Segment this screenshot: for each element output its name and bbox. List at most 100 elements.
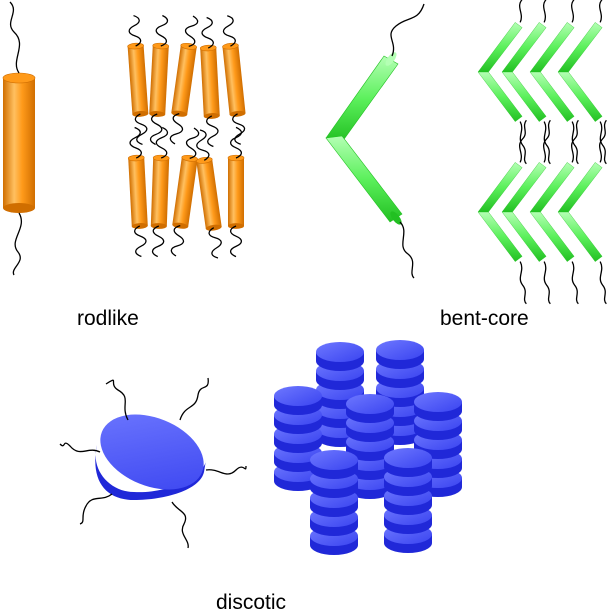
disc-molecule xyxy=(316,342,364,371)
bent-core-arm xyxy=(501,71,547,122)
rod-cap xyxy=(196,156,213,164)
alkyl-chain xyxy=(129,126,142,159)
alkyl-chain xyxy=(543,119,551,163)
rod-cap xyxy=(205,224,222,231)
rod-body xyxy=(172,157,198,227)
rod-body xyxy=(127,45,149,115)
disc-molecule xyxy=(274,386,322,415)
alkyl-chain xyxy=(134,113,148,146)
discotic-column xyxy=(384,448,432,553)
bent-core-molecule xyxy=(325,3,425,279)
alkyl-chain xyxy=(229,126,243,159)
alkyl-chain xyxy=(229,225,243,258)
disc-molecule xyxy=(59,377,247,549)
bent-core-arm xyxy=(325,135,403,223)
alkyl-chain xyxy=(179,377,209,421)
rod-molecule xyxy=(222,15,246,145)
rod-cap xyxy=(229,110,246,117)
alkyl-chain xyxy=(151,225,165,258)
alkyl-chain xyxy=(571,0,575,23)
alkyl-chain xyxy=(519,121,527,165)
disc-top xyxy=(414,392,462,412)
alkyl-chain xyxy=(184,15,199,47)
alkyl-chain xyxy=(599,261,607,305)
alkyl-chain xyxy=(571,121,579,165)
disc-top xyxy=(316,342,364,362)
alkyl-chain xyxy=(169,113,184,145)
rod-molecule xyxy=(149,14,170,146)
rod-cap xyxy=(222,42,239,50)
bent-core-molecule xyxy=(501,119,551,305)
bent-core-molecule xyxy=(557,119,607,305)
rod-body xyxy=(200,47,220,117)
alkyl-chain xyxy=(196,129,210,161)
bent-core-molecule xyxy=(477,119,527,305)
alkyl-chain xyxy=(155,126,169,159)
rod-cap xyxy=(2,72,36,84)
alkyl-chain xyxy=(543,0,547,23)
alkyl-chain xyxy=(206,115,219,148)
discotic-label: discotic xyxy=(216,591,287,614)
bent-core-arm xyxy=(557,211,603,262)
disc-molecule xyxy=(414,392,462,421)
rod-molecule xyxy=(127,14,149,146)
disc-molecule xyxy=(346,394,394,423)
bent-core-cap xyxy=(385,52,397,66)
rod-cap xyxy=(132,110,149,117)
bent-core-arm xyxy=(477,71,523,122)
rod-molecule xyxy=(2,1,36,276)
alkyl-chain xyxy=(599,0,603,23)
bent-core-label: bent-core xyxy=(440,307,529,330)
rod-body xyxy=(150,157,170,227)
bent-core-molecules xyxy=(325,0,607,305)
alkyl-chain xyxy=(208,227,222,259)
rod-body xyxy=(149,45,169,115)
alkyl-chain xyxy=(543,121,551,165)
alkyl-chain xyxy=(170,225,185,257)
bent-core-arm xyxy=(477,211,523,262)
rod-molecule xyxy=(227,126,245,258)
rod-molecule xyxy=(169,15,199,145)
alkyl-chain xyxy=(185,127,200,159)
rod-body xyxy=(128,157,148,227)
disc-top xyxy=(346,394,394,414)
alkyl-chain xyxy=(390,3,425,57)
rod-body xyxy=(196,159,222,229)
alkyl-chain xyxy=(519,261,527,305)
alkyl-chain xyxy=(9,1,21,74)
rod-body xyxy=(222,45,246,115)
alkyl-chain xyxy=(201,16,214,49)
disc-molecule xyxy=(310,450,358,479)
alkyl-chain xyxy=(399,221,415,279)
rod-molecule xyxy=(199,16,220,148)
disc-top xyxy=(310,450,358,470)
discotic-column xyxy=(310,450,358,555)
rod-body xyxy=(228,158,244,226)
bent-core-molecule xyxy=(529,119,579,305)
bent-core-arm xyxy=(557,71,603,122)
alkyl-chain xyxy=(519,119,527,163)
rodlike-label: rodlike xyxy=(77,307,139,330)
bent-core-molecule xyxy=(477,0,527,165)
alkyl-chain xyxy=(134,225,147,258)
alkyl-chain xyxy=(205,465,247,475)
alkyl-chain xyxy=(149,113,163,146)
alkyl-chain xyxy=(519,0,523,23)
alkyl-chain xyxy=(599,119,607,163)
alkyl-chain xyxy=(571,119,579,163)
rod-molecule xyxy=(196,129,222,259)
bent-core-arm xyxy=(529,71,575,122)
disc-molecule xyxy=(376,340,424,369)
rod-molecule xyxy=(127,126,148,258)
disc-top xyxy=(376,340,424,360)
bent-core-arm xyxy=(325,55,399,143)
disc-top xyxy=(274,386,322,406)
rod-body xyxy=(171,45,197,115)
rod-molecule xyxy=(150,126,170,258)
alkyl-chain xyxy=(222,15,236,47)
rod-cap xyxy=(3,203,35,213)
bent-core-molecule xyxy=(529,0,579,165)
discotic-molecules xyxy=(59,340,462,555)
bent-core-molecule xyxy=(501,0,551,165)
